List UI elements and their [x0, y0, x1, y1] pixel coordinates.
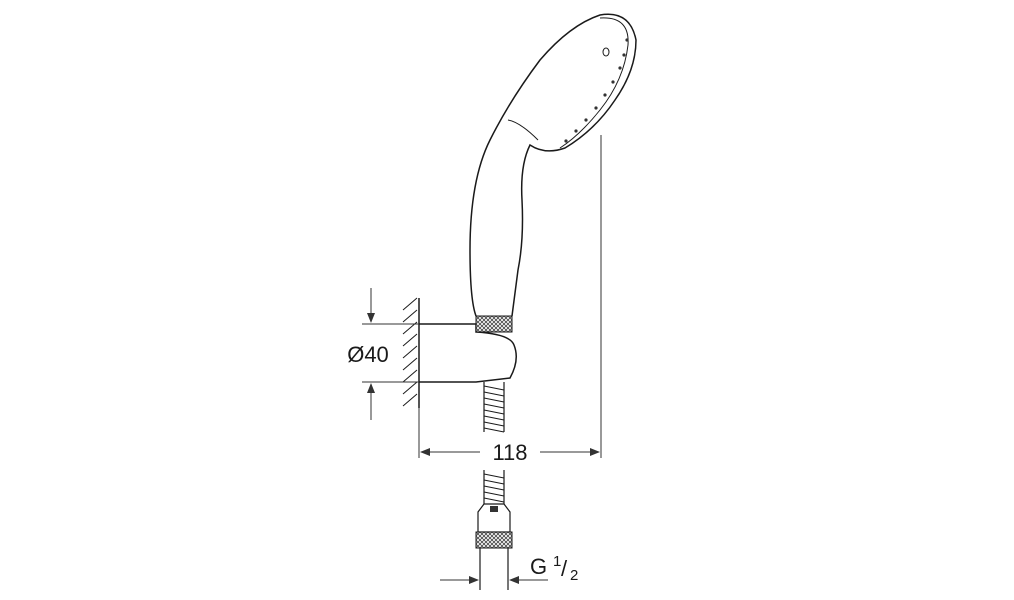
- dimension-118-label: 118: [492, 440, 527, 465]
- ferrule-slot: [490, 506, 498, 512]
- wall-hatching: [402, 297, 420, 408]
- dimension-diameter: Ø40: [347, 288, 419, 420]
- thread-label-sep: /: [561, 556, 568, 581]
- shower-head-mark: [602, 47, 610, 57]
- holder-knurl-top: [475, 315, 513, 333]
- wall-holder: [419, 323, 517, 383]
- shower-head-face: [559, 17, 629, 149]
- hose-upper: [483, 382, 505, 433]
- shower-seam: [507, 119, 539, 141]
- hose-lower: [483, 470, 505, 504]
- shower-nozzles: [564, 38, 629, 143]
- dimension-118: 118: [420, 440, 600, 465]
- thread-label-num: 1: [553, 553, 561, 570]
- thread-stub: [479, 548, 509, 590]
- thread-label-g: G: [530, 554, 547, 579]
- dimension-thread: G 1 / 2: [440, 553, 578, 584]
- hose-nut-knurl: [475, 531, 513, 549]
- thread-label-den: 2: [570, 567, 578, 584]
- dimension-diameter-label: Ø40: [347, 342, 389, 367]
- hand-shower: [469, 13, 637, 317]
